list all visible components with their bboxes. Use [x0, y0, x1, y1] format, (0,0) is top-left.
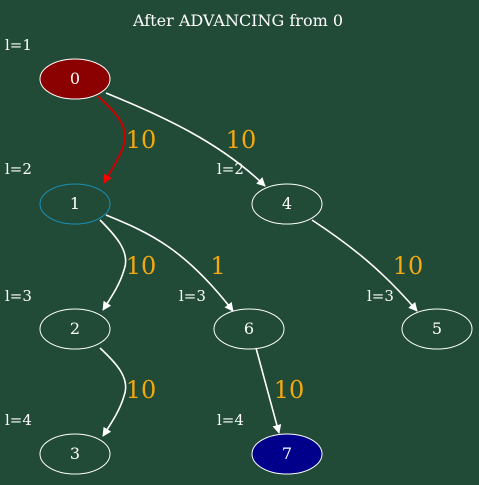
edge-weight-1-2: 10 [126, 252, 157, 280]
edge-6-7: 10 [255, 347, 305, 434]
edge-line-6-7 [255, 347, 282, 434]
node-label-5: 5 [432, 319, 442, 338]
node-0: 0 l=1 [5, 36, 111, 100]
node-label-7: 7 [282, 444, 292, 463]
node-level-5: l=3 [367, 287, 394, 305]
node-level-4: l=2 [217, 160, 244, 178]
edge-line-1-2 [99, 219, 127, 311]
edge-0-1: 10 [97, 95, 157, 184]
edge-line-0-4 [105, 92, 266, 187]
edge-1-6: 1 [105, 214, 234, 312]
diagram-title: After ADVANCING from 0 [132, 11, 343, 30]
node-2: 2 l=3 [5, 287, 111, 350]
edge-4-5: 10 [311, 219, 424, 312]
node-label-6: 6 [244, 319, 254, 338]
edge-1-2: 10 [99, 219, 157, 311]
node-level-7: l=4 [217, 411, 244, 429]
node-3: 3 l=4 [5, 411, 111, 475]
edge-weight-2-3: 10 [126, 376, 157, 404]
edge-2-3: 10 [99, 347, 157, 437]
node-shape-1 [39, 183, 111, 225]
node-level-0: l=1 [5, 36, 32, 54]
node-shape-0 [39, 58, 111, 100]
node-shape-6 [213, 308, 285, 350]
node-6: 6 l=3 [179, 287, 285, 350]
node-level-1: l=2 [5, 160, 32, 178]
node-level-6: l=3 [179, 287, 206, 305]
edge-weight-0-1: 10 [126, 126, 157, 154]
node-shape-3 [39, 433, 111, 475]
node-label-4: 4 [282, 194, 292, 213]
node-shape-4 [251, 183, 323, 225]
node-label-1: 1 [70, 194, 80, 213]
node-shape-5 [401, 308, 473, 350]
node-4: 4 l=2 [217, 160, 323, 225]
node-level-2: l=3 [5, 287, 32, 305]
edge-line-2-3 [99, 347, 127, 437]
node-label-2: 2 [70, 319, 80, 338]
edge-weight-0-4: 10 [226, 126, 257, 154]
edge-line-1-6 [105, 214, 234, 312]
edge-0-4: 10 [105, 92, 266, 187]
node-1: 1 l=2 [5, 160, 111, 225]
node-label-3: 3 [70, 444, 80, 463]
edge-weight-1-6: 1 [210, 252, 225, 280]
node-shape-2 [39, 308, 111, 350]
nodes-layer: 0 l=1 1 l=2 4 l=2 2 l=3 6 l=3 5 l=3 3 l=4 7 l=4 [5, 36, 473, 475]
edge-weight-6-7: 10 [274, 376, 305, 404]
node-7: 7 l=4 [217, 411, 323, 475]
edges-layer: 10 10 10 1 10 10 10 [97, 92, 424, 437]
node-shape-7 [251, 433, 323, 475]
edge-weight-4-5: 10 [393, 252, 424, 280]
edge-line-0-1 [97, 95, 126, 184]
node-level-3: l=4 [5, 411, 32, 429]
node-5: 5 l=3 [367, 287, 473, 350]
node-label-0: 0 [70, 69, 80, 88]
edge-line-4-5 [311, 219, 418, 312]
